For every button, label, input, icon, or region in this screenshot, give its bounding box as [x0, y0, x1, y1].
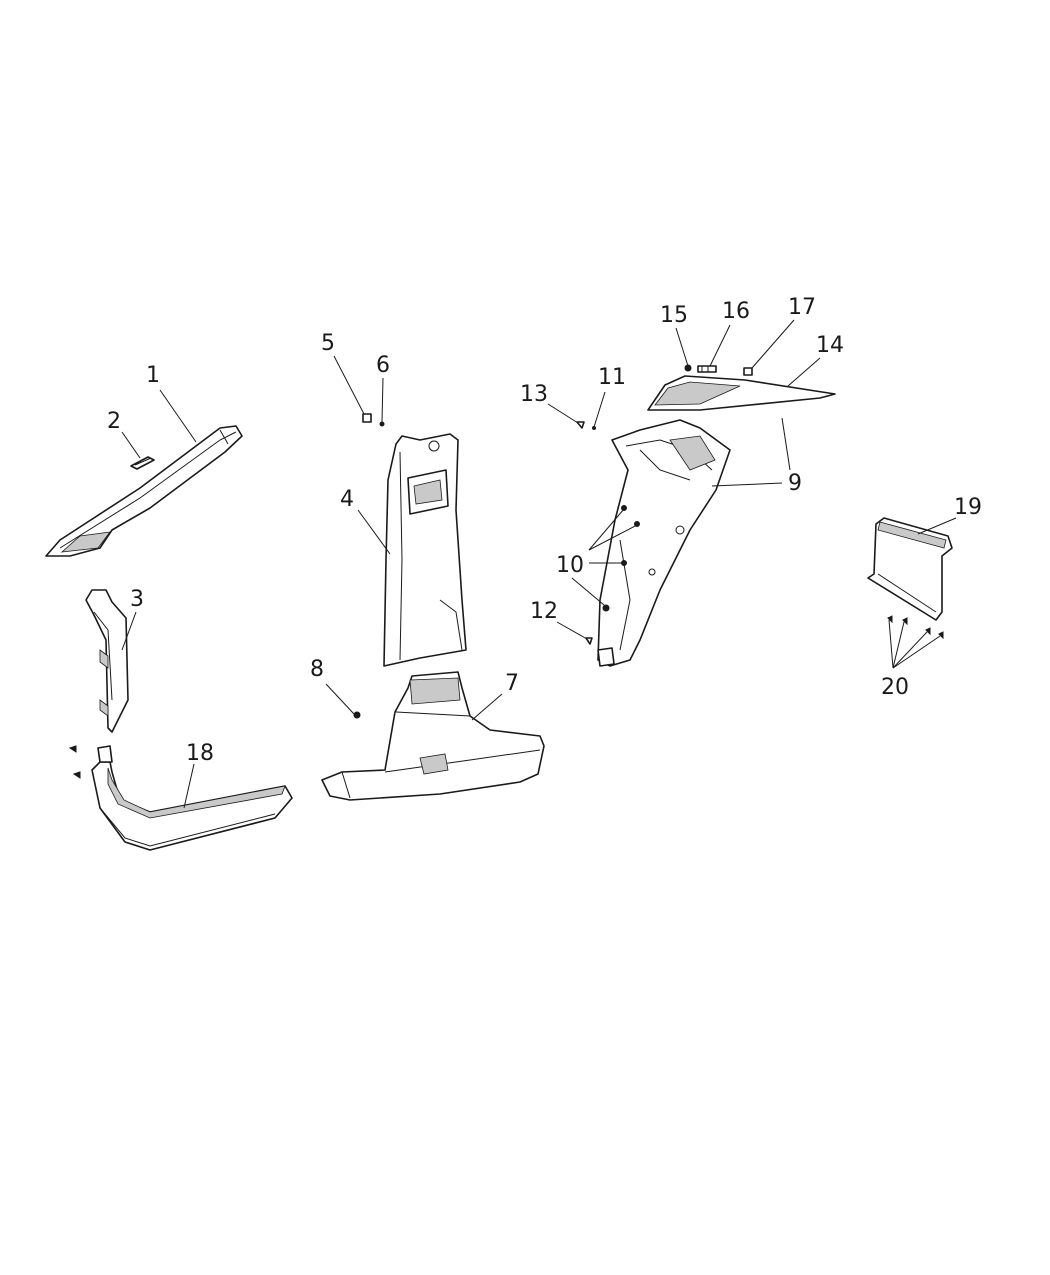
- part-3-a-pillar-lower-trim: [85, 589, 129, 733]
- part-2-clip: [130, 456, 155, 470]
- part-17-clip: [743, 367, 753, 376]
- part-18-sill-plate: [91, 745, 293, 851]
- part-13-fastener: [576, 421, 585, 429]
- part-4-b-pillar-upper-trim: [383, 433, 467, 667]
- part-12-fastener: [585, 637, 593, 645]
- callout-12: 12: [530, 599, 558, 624]
- callout-20: 20: [881, 675, 909, 700]
- callout-11: 11: [598, 365, 626, 390]
- part-7-b-pillar-lower-trim: [321, 671, 545, 801]
- part-18-screws: [68, 745, 81, 779]
- callout-14: 14: [816, 333, 844, 358]
- callout-5: 5: [321, 331, 335, 356]
- part-8-fastener: [353, 711, 361, 719]
- callout-19: 19: [954, 495, 982, 520]
- callout-3: 3: [130, 587, 144, 612]
- part-20-screws: [887, 615, 944, 640]
- callout-8: 8: [310, 657, 324, 682]
- callout-labels: 1 2 3 4 5 6 7 8 9 10 11 12 13 14 15 16 1…: [107, 295, 982, 766]
- part-9-quarter-trim-panel: [597, 419, 731, 667]
- part-19-trim-cover: [867, 517, 953, 621]
- leader-lines: [121, 319, 957, 809]
- callout-17: 17: [788, 295, 816, 320]
- callout-1: 1: [146, 363, 160, 388]
- part-6-fastener: [379, 421, 385, 427]
- callout-15: 15: [660, 303, 688, 328]
- callout-2: 2: [107, 409, 121, 434]
- callout-13: 13: [520, 382, 548, 407]
- callout-16: 16: [722, 299, 750, 324]
- part-5-fastener: [362, 413, 372, 423]
- callout-18: 18: [186, 741, 214, 766]
- callout-4: 4: [340, 487, 354, 512]
- callout-6: 6: [376, 353, 390, 378]
- callout-9: 9: [788, 471, 802, 496]
- part-14-quarter-trim-upper: [647, 375, 836, 411]
- part-1-a-pillar-trim: [45, 425, 243, 557]
- callout-10: 10: [556, 553, 584, 578]
- callout-7: 7: [505, 671, 519, 696]
- part-16-clip: [697, 365, 717, 373]
